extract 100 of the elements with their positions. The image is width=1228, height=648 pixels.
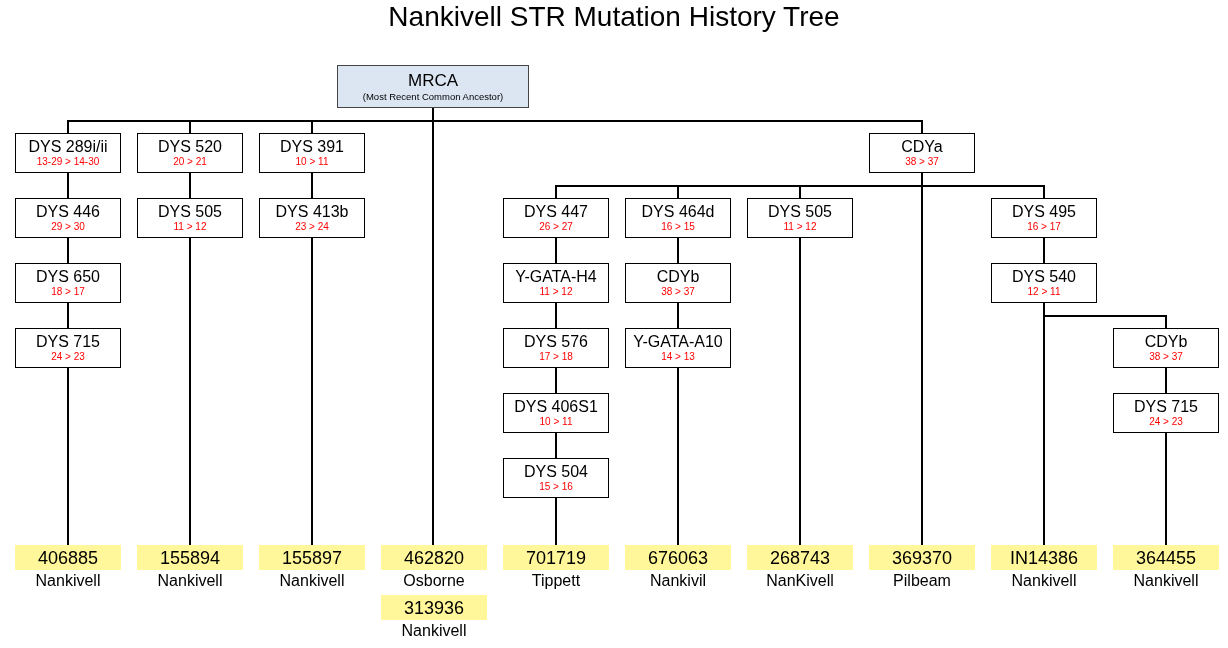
mutation-value: 20 > 21 [173,156,207,168]
marker-name: DYS 715 [1133,398,1198,416]
connector-line [677,367,679,546]
kit-number: 155897 [281,546,343,569]
marker-name: DYS 650 [35,268,100,286]
mutation-value: 29 > 30 [51,221,85,233]
marker-box [503,198,609,238]
surname-label: Nankivil [649,571,707,591]
connector-line [677,302,679,329]
kit-number-box [381,595,487,620]
mutation-value: 11 > 12 [539,286,573,298]
connector-line [67,172,69,199]
connector-line [1043,302,1167,329]
connector-line [189,172,191,199]
surname-label: Nankivell [278,571,346,591]
marker-name: CDYa [901,138,943,156]
kit-number-box [625,545,731,570]
connector-line [1165,367,1167,394]
surname-label: Pilbeam [892,571,952,591]
marker-box [991,263,1097,303]
connector-line [555,367,557,394]
marker-box [503,328,609,368]
connector-line [189,237,191,546]
mutation-value: 16 > 15 [661,221,695,233]
marker-name: DYS 447 [523,203,588,221]
connector-line [67,302,69,329]
marker-box [1113,393,1219,433]
surname-label: Nankivell [400,621,468,641]
kit-number: 701719 [525,546,587,569]
connector-line [1165,432,1167,546]
marker-name: DYS 520 [157,138,222,156]
marker-name: DYS 505 [767,203,832,221]
mutation-value: 26 > 27 [539,221,573,233]
connector-line [311,237,313,546]
marker-name: DYS 715 [35,333,100,351]
kit-number: 268743 [769,546,831,569]
mutation-value: 14 > 13 [661,351,695,363]
connector-line [1043,237,1045,264]
marker-box [503,393,609,433]
surname-label: NanKivell [765,571,835,591]
connector-line [555,497,557,546]
mutation-value: 18 > 17 [51,286,85,298]
marker-name: DYS 505 [157,203,222,221]
kit-number: 462820 [403,546,465,569]
connector-line [921,172,1045,199]
marker-box [503,263,609,303]
marker-box [137,198,243,238]
kit-number: 313936 [403,596,465,619]
kit-number-box [15,545,121,570]
marker-name: DYS 576 [523,333,588,351]
mutation-value: 38 > 37 [905,156,939,168]
ancestor-box [337,65,529,108]
mutation-value: 11 > 12 [173,221,207,233]
ancestor-description: (Most Recent Common Ancestor) [362,90,504,103]
kit-number-box [869,545,975,570]
marker-name: DYS 540 [1011,268,1076,286]
connector-line [555,432,557,459]
marker-box [15,133,121,173]
kit-number-box [991,545,1097,570]
surname-label: Nankivell [156,571,224,591]
ancestor-name: MRCA [407,70,459,91]
marker-box [137,133,243,173]
marker-name: CDYb [656,268,700,286]
surname-label: Tippett [530,571,582,591]
connector-line [67,367,69,546]
marker-box [625,198,731,238]
surname-label: Nankivell [34,571,102,591]
marker-name: DYS 504 [523,463,588,481]
marker-box [259,198,365,238]
marker-box [991,198,1097,238]
marker-name: DYS 413b [275,203,349,221]
mutation-value: 24 > 23 [1149,416,1183,428]
kit-number-box [381,545,487,570]
marker-name: DYS 289i/ii [28,138,108,156]
mutation-value: 38 > 37 [661,286,695,298]
marker-box [503,458,609,498]
kit-number: 406885 [37,546,99,569]
kit-number: 369370 [891,546,953,569]
kit-number: 155894 [159,546,221,569]
marker-box [15,198,121,238]
connector-line [677,237,679,264]
marker-name: CDYb [1144,333,1188,351]
marker-name: DYS 406S1 [514,398,598,416]
marker-box [1113,328,1219,368]
marker-box [747,198,853,238]
kit-number: 364455 [1135,546,1197,569]
connector-line [799,237,801,546]
kit-number: 676063 [647,546,709,569]
mutation-value: 12 > 11 [1027,286,1061,298]
diagram-title: Nankivell STR Mutation History Tree [387,0,841,34]
connector-line [67,237,69,264]
marker-box [15,263,121,303]
marker-box [259,133,365,173]
mutation-value: 15 > 16 [539,481,573,493]
surname-label: Nankivell [1010,571,1078,591]
surname-label: Nankivell [1132,571,1200,591]
connector-line [555,237,557,264]
marker-name: Y-GATA-A10 [633,333,723,351]
connector-line [555,302,557,329]
marker-name: DYS 446 [35,203,100,221]
